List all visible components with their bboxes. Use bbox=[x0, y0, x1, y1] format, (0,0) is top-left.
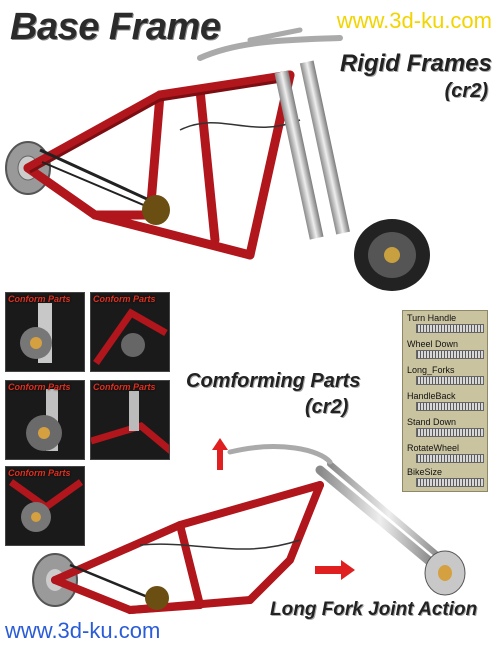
arrow-up-icon bbox=[212, 438, 228, 470]
long-fork-illustration bbox=[32, 444, 466, 615]
thumbnail-label: Conform Parts bbox=[93, 294, 156, 304]
thumbnail-conform-parts-5: Conform Parts bbox=[5, 466, 85, 546]
thumbnail-label: Conform Parts bbox=[8, 382, 71, 392]
thumbnail-conform-parts-4: Conform Parts bbox=[90, 380, 170, 460]
conforming-parts-subcaption: (cr2) bbox=[305, 396, 349, 418]
dial-handle-back[interactable]: HandleBack bbox=[406, 391, 486, 415]
dial-label: Wheel Down bbox=[407, 339, 459, 349]
thumbnail-conform-parts-2: Conform Parts bbox=[90, 292, 170, 372]
dial-label: Turn Handle bbox=[407, 313, 457, 323]
dial-bike-size[interactable]: BikeSize bbox=[406, 467, 486, 491]
dial-slider[interactable] bbox=[416, 324, 484, 333]
conforming-parts-caption: Comforming Parts bbox=[186, 370, 361, 392]
rigid-frames-caption: Rigid Frames bbox=[339, 50, 492, 77]
page-title: Base Frame bbox=[10, 6, 221, 48]
watermark-top: www.3d-ku.com bbox=[336, 8, 492, 33]
dial-slider[interactable] bbox=[416, 402, 484, 411]
dial-slider[interactable] bbox=[416, 376, 484, 385]
dial-label: RotateWheel bbox=[407, 443, 460, 453]
thumbnail-conform-parts-3: Conform Parts bbox=[5, 380, 85, 460]
dial-long-forks[interactable]: Long_Forks bbox=[406, 365, 486, 389]
dial-slider[interactable] bbox=[416, 350, 484, 359]
dial-rotate-wheel[interactable]: RotateWheel bbox=[406, 443, 486, 467]
dial-slider[interactable] bbox=[416, 478, 484, 487]
rigid-frames-subcaption: (cr2) bbox=[444, 80, 488, 102]
dial-label: HandleBack bbox=[407, 391, 456, 401]
dial-wheel-down[interactable]: Wheel Down bbox=[406, 339, 486, 363]
thumbnail-label: Conform Parts bbox=[8, 294, 71, 304]
dial-slider[interactable] bbox=[416, 428, 484, 437]
dial-slider[interactable] bbox=[416, 454, 484, 463]
dial-stand-down[interactable]: Stand Down bbox=[406, 417, 486, 441]
thumbnail-label: Conform Parts bbox=[8, 468, 71, 478]
dial-panel: Turn Handle Wheel Down Long_Forks Handle… bbox=[402, 310, 488, 492]
thumbnail-conform-parts-1: Conform Parts bbox=[5, 292, 85, 372]
long-fork-caption: Long Fork Joint Action bbox=[270, 599, 478, 620]
arrow-right-icon bbox=[315, 560, 355, 580]
rigid-frame-illustration bbox=[5, 27, 430, 291]
thumbnail-label: Conform Parts bbox=[93, 382, 156, 392]
watermark-bottom: www.3d-ku.com bbox=[5, 618, 161, 643]
dial-turn-handle[interactable]: Turn Handle bbox=[406, 313, 486, 337]
dial-label: Stand Down bbox=[407, 417, 457, 427]
dial-label: Long_Forks bbox=[407, 365, 455, 375]
dial-label: BikeSize bbox=[407, 467, 443, 477]
